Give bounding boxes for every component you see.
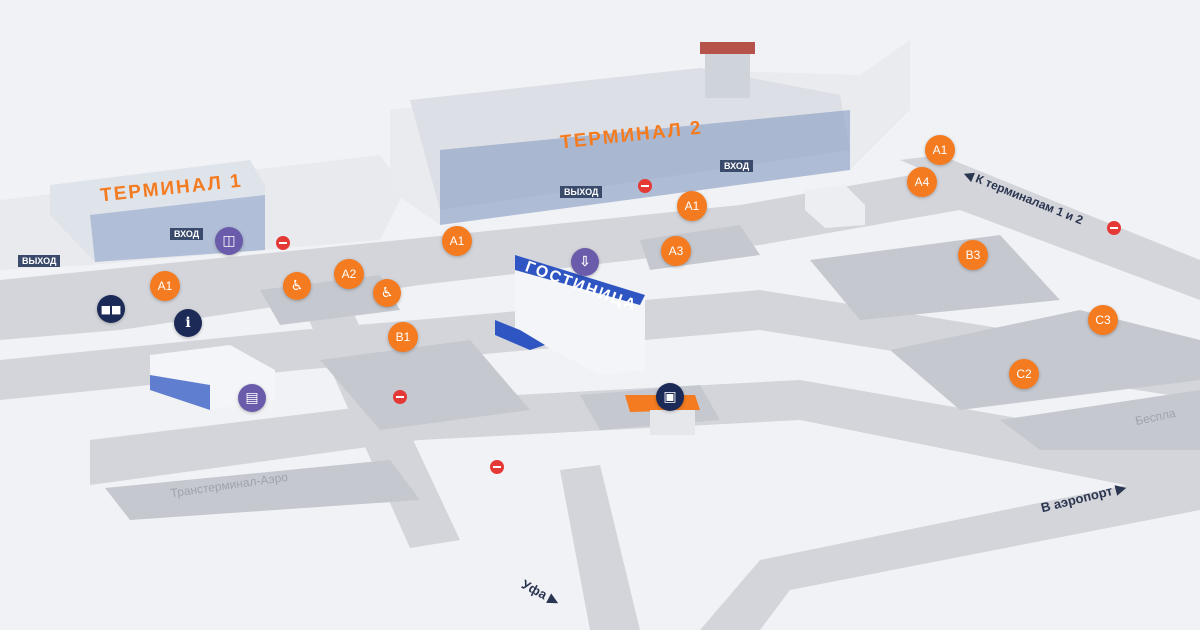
parking-pin-a1[interactable]: A1 [442,226,472,256]
parking-pin-a1[interactable]: A1 [925,135,955,165]
entrance-sign: ВХОД [170,228,204,240]
bus-icon[interactable]: ◫ [215,227,243,255]
exit-sign: ВЫХОД [560,186,603,198]
fuel-icon[interactable]: ▣ [656,383,684,411]
parking-pin-a1[interactable]: A1 [150,271,180,301]
no-entry-icon [276,236,290,250]
parking-pin-a1[interactable]: A1 [677,191,707,221]
small-building [805,185,865,228]
museum-icon[interactable]: ▤ [238,384,266,412]
entrance-sign: ВХОД [720,160,754,172]
exit-sign: ВЫХОД [18,255,61,267]
taxi-icon[interactable]: ■■ [97,295,125,323]
parking-pin-a2[interactable]: A2 [334,259,364,289]
wheelchair-icon[interactable]: ♿ [373,279,401,307]
arrow-down-icon[interactable]: ⇩ [571,248,599,276]
parking-pin-a4[interactable]: A4 [907,167,937,197]
no-entry-icon [638,179,652,193]
info-icon[interactable]: i [174,309,202,337]
parking-pin-b3[interactable]: B3 [958,240,988,270]
parking-pin-a3[interactable]: A3 [661,236,691,266]
terminal-2-building [390,40,910,225]
hotel-building [495,255,645,375]
parking-pin-c2[interactable]: C2 [1009,359,1039,389]
parking-pin-c3[interactable]: C3 [1088,305,1118,335]
no-entry-icon [490,460,504,474]
no-entry-icon [1107,221,1121,235]
no-entry-icon [393,390,407,404]
parking-pin-b1[interactable]: B1 [388,322,418,352]
wheelchair-icon[interactable]: ♿ [283,272,311,300]
